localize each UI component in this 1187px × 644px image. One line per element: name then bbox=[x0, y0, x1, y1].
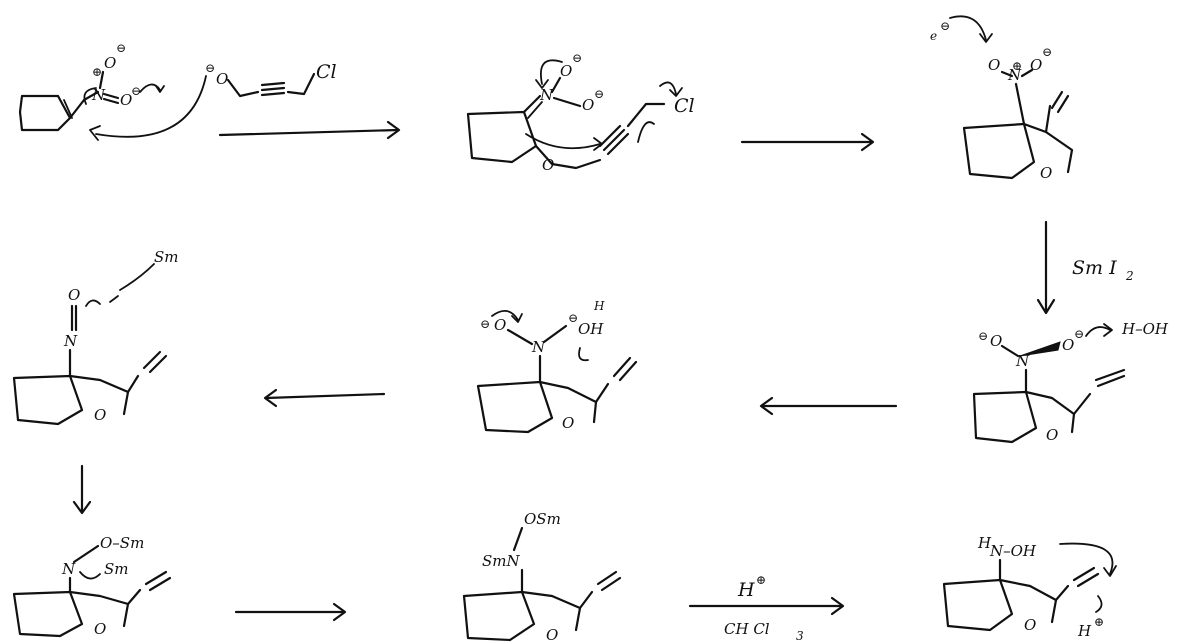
reagent-h-plus-charge: ⊕ bbox=[756, 573, 766, 587]
curved-arrow-6a bbox=[85, 299, 101, 307]
nitro-n-label: N bbox=[91, 86, 106, 104]
smn-8: SmN bbox=[482, 552, 520, 570]
n-6: N bbox=[63, 332, 78, 350]
n-7: N bbox=[61, 560, 76, 578]
curved-arrow-6b bbox=[119, 263, 155, 291]
chloride-label-2: Cl bbox=[674, 95, 695, 117]
o-minus-5: ⊖ bbox=[480, 317, 490, 331]
nitronate-o-right: O bbox=[582, 96, 594, 114]
ring-o-8: O bbox=[546, 626, 558, 644]
curved-arrow-5 bbox=[491, 310, 519, 321]
alkoxide-o: O bbox=[216, 70, 228, 88]
hn-label-9: H bbox=[977, 534, 992, 552]
water-label: H–OH bbox=[1121, 320, 1169, 338]
arrow-3-down: Sm I 2 bbox=[1036, 220, 1134, 315]
arrow-6-down bbox=[72, 464, 92, 515]
reagent-solvent: CH Cl bbox=[724, 620, 770, 638]
o-top-minus: ⊖ bbox=[116, 41, 126, 55]
arrow-1 bbox=[218, 120, 401, 140]
arrow-8: H ⊕ CH Cl 3 bbox=[688, 573, 845, 643]
curved-arrow-2d bbox=[659, 81, 677, 95]
ether-o: O bbox=[542, 156, 554, 174]
nitronate-o-top: O bbox=[560, 62, 572, 80]
ring-o-4: O bbox=[1046, 426, 1058, 444]
structure-4-radical-anion: ⊖ O O ⊖ H–OH N O bbox=[972, 320, 1169, 444]
oh-minus-5: ⊖ bbox=[568, 311, 578, 325]
electron-minus: ⊖ bbox=[940, 19, 950, 33]
structure-7-sm-complex: N O–Sm Sm O bbox=[12, 534, 172, 638]
alkoxide-minus: ⊖ bbox=[205, 61, 215, 75]
o-6: O bbox=[68, 286, 80, 304]
nitro-o-left-3: O bbox=[988, 56, 1000, 74]
o-left-minus-4: ⊖ bbox=[978, 329, 988, 343]
osm-8: OSm bbox=[524, 510, 561, 528]
h-plus-9-charge: ⊕ bbox=[1094, 615, 1104, 629]
arrow-2 bbox=[740, 132, 875, 152]
curved-arrow-2b bbox=[525, 133, 601, 150]
arrow-5-left bbox=[263, 388, 386, 408]
structure-1-nitrocyclohexene: N ⊕ O ⊖ O ⊖ bbox=[18, 41, 165, 132]
reagent-smi2: Sm I bbox=[1072, 257, 1117, 279]
h-5: H bbox=[593, 299, 605, 313]
structure-3-bicyclic-nitro: e ⊖ O N ⊕ O ⊖ O bbox=[930, 15, 1074, 182]
curved-arrow-attack bbox=[95, 75, 207, 138]
curved-arrow-2a bbox=[540, 59, 563, 85]
reagent-solvent-sub: 3 bbox=[796, 629, 804, 643]
n-plus-charge: ⊕ bbox=[92, 65, 102, 79]
arrow-7 bbox=[234, 602, 347, 622]
structure-2-nitronate-intermediate: O Cl N O ⊖ O ⊖ bbox=[466, 51, 695, 174]
o-sm-7: O–Sm bbox=[100, 534, 144, 552]
o-right-minus-3: ⊖ bbox=[1042, 45, 1052, 59]
n-plus-3: ⊕ bbox=[1012, 59, 1022, 73]
curved-arrow-2c bbox=[637, 121, 655, 143]
nitro-o-right: O bbox=[120, 91, 132, 109]
wedge-bond bbox=[1019, 341, 1061, 357]
n-4: N bbox=[1015, 352, 1030, 370]
structure-1-propargyl-alkoxide: ⊖ O Cl bbox=[89, 61, 337, 141]
curved-arrow-electron bbox=[949, 15, 987, 41]
o-right-4: O bbox=[1062, 336, 1074, 354]
oh-5: OH bbox=[578, 320, 604, 338]
nitro-o-top: O bbox=[104, 54, 116, 72]
o-right-minus-2: ⊖ bbox=[594, 87, 604, 101]
electron-label: e bbox=[930, 29, 937, 43]
o-right-minus: ⊖ bbox=[131, 84, 141, 98]
o-left-5: O bbox=[494, 316, 506, 334]
n-oh-9: N–OH bbox=[989, 542, 1037, 560]
h-plus-9: H bbox=[1077, 622, 1092, 640]
nitronate-n: N bbox=[539, 86, 554, 104]
structure-5-hydroxylated: ⊖ O N ⊖ OH H O bbox=[476, 299, 638, 434]
sm-7b: Sm bbox=[104, 560, 129, 578]
o-right-minus-4: ⊖ bbox=[1074, 327, 1084, 341]
arrow-4-left bbox=[759, 396, 898, 416]
ring-o-5: O bbox=[562, 414, 574, 432]
sm-label-6: Sm bbox=[154, 248, 179, 266]
chloride-label: Cl bbox=[316, 61, 337, 83]
reagent-h-plus: H bbox=[737, 579, 755, 601]
curved-arrow-nitro bbox=[139, 83, 161, 93]
o-left-4: O bbox=[990, 332, 1002, 350]
curved-arrow-9 bbox=[1059, 542, 1114, 575]
ring-o-7: O bbox=[94, 620, 106, 638]
ring-o-3: O bbox=[1040, 164, 1052, 182]
nitro-n-3: N bbox=[1007, 66, 1022, 84]
reagent-smi2-sub: 2 bbox=[1125, 269, 1134, 283]
structure-8-osm-smn: OSm SmN O bbox=[462, 510, 622, 644]
ring-o-9: O bbox=[1024, 616, 1036, 634]
curved-arrow-protonation bbox=[1085, 326, 1111, 337]
n-5: N bbox=[531, 338, 546, 356]
nitro-o-right-3: O bbox=[1030, 56, 1042, 74]
structure-6-nitroso-sm: O N Sm Sm O bbox=[12, 248, 179, 426]
ring-o-6: O bbox=[94, 406, 106, 424]
structure-9-hydroxylamine: H N–OH O H ⊕ bbox=[942, 534, 1117, 640]
o-top-minus-2: ⊖ bbox=[572, 51, 582, 65]
